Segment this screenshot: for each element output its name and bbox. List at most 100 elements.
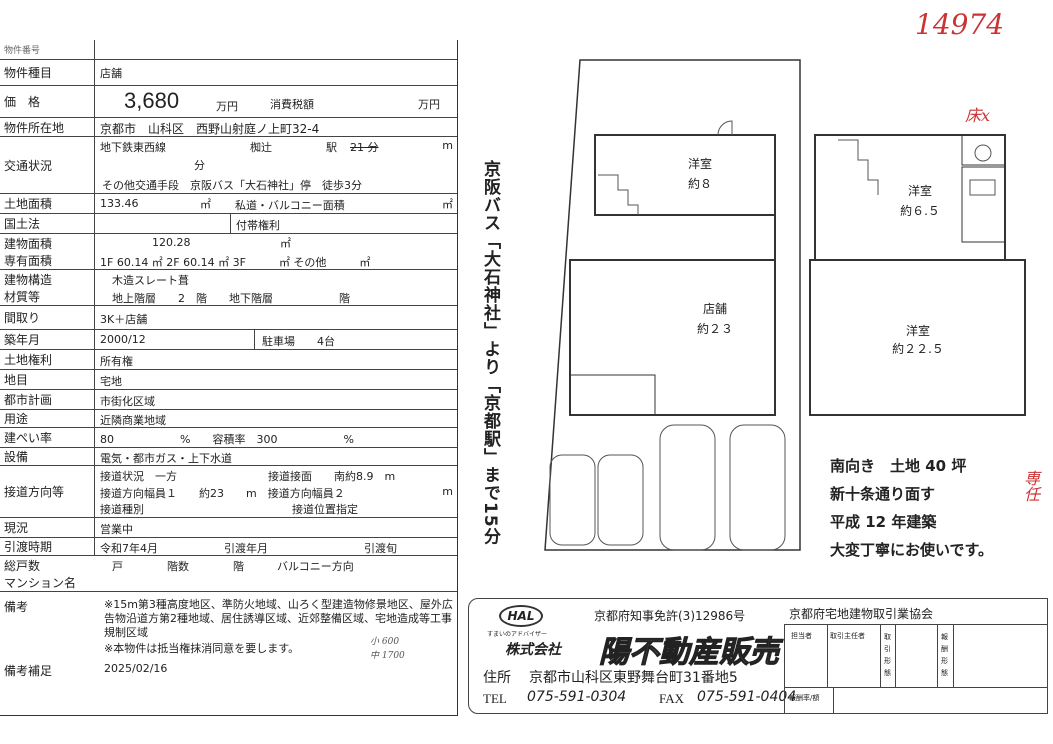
row-address: 物件所在地京都市 山科区 西野山射庭ノ上町32-4 <box>0 118 457 137</box>
value: 120.28 <box>152 236 191 249</box>
unit: 万円 <box>418 98 440 111</box>
label: 材質等 <box>0 288 95 305</box>
label: 駅 <box>326 141 337 154</box>
row-price: 価 格 3,680 万円 消費税額 万円 <box>0 86 457 118</box>
unit: 万円 <box>216 100 238 113</box>
cell-label: 報酬率/額 <box>789 694 820 702</box>
label: 引渡旬 <box>364 542 397 555</box>
label: 引渡時期 <box>0 538 95 555</box>
unit: 分 <box>194 159 205 172</box>
value: 京都市 山科区 西野山射庭ノ上町32-4 <box>100 122 320 136</box>
other-transport: その他交通手段 京阪バス「大石神社」停 徒歩3分 <box>102 179 362 192</box>
room-size: 約２３ <box>697 321 733 336</box>
unit: m <box>442 139 453 152</box>
label: 建物構造 <box>0 270 95 288</box>
note-line: 平成 12 年建築 <box>830 513 937 531</box>
value: 電気・都市ガス・上下水道 <box>100 452 232 465</box>
parking: 駐車場 4台 <box>262 335 335 348</box>
row-remarks: 備考 ※15m第3種高度地区、準防火地域、山ろく型建造物修景地区、屋外広告物沿道… <box>0 592 457 716</box>
label: 地目 <box>0 370 95 389</box>
cell-label: 取引主任者 <box>830 632 865 640</box>
value: 133.46 <box>100 197 139 210</box>
row-units: 総戸数 戸 階数 階 バルコニー方向 <box>0 556 457 574</box>
value: 接道種別 <box>100 503 144 516</box>
label: 総戸数 <box>4 558 41 573</box>
value: 令和7年4月 <box>100 542 158 555</box>
label: 接道方向等 <box>0 466 95 517</box>
label: 交通状況 <box>0 137 95 193</box>
handwritten-exclusive: 専任 <box>1021 470 1040 502</box>
cell-label: 報酬形態 <box>941 633 948 677</box>
property-sheet: 物件番号 物件種目店舗 価 格 3,680 万円 消費税額 万円 物件所在地京都市 山科… <box>0 40 458 716</box>
sales-notes: 南向き 土地 40 坪 新十条通り面す 平成 12 年建築 大変丁寧にお使いです… <box>830 452 993 564</box>
label: 建ぺい率 <box>0 428 95 447</box>
label: 土地面積 <box>0 194 95 213</box>
row-city-plan: 都市計画市街化区域 <box>0 390 457 410</box>
label: 築年月 <box>0 330 95 349</box>
value: 1F 60.14 ㎡ 2F 60.14 ㎡ 3F ㎡ その他 ㎡ <box>100 256 371 269</box>
cell-label: 取引形態 <box>884 633 891 677</box>
note-line: 大変丁寧にお使いです。 <box>830 541 994 559</box>
row-transport: 交通状況 地下鉄東西線 椥辻 駅 21 分 m 分 その他交通手段 京阪バス「大… <box>0 137 457 194</box>
label: 物件種目 <box>0 60 95 85</box>
staff-table: 担当者 取引主任者 取引形態 報酬形態 報酬率/額 <box>784 624 1047 713</box>
lot-boundary <box>544 59 801 551</box>
label: 間取り <box>0 306 95 329</box>
walk-minutes: 21 分 <box>350 141 379 154</box>
label: マンション名 <box>4 576 77 590</box>
row-land-category: 地目宅地 <box>0 370 457 390</box>
room-label: 洋室 <box>688 156 712 171</box>
remarks-text: ※本物件は抵当権抹消同意を要します。 <box>104 642 300 655</box>
company-name: 陽不動産販売 <box>599 635 780 671</box>
row-status: 現況営業中 <box>0 518 457 538</box>
company-box: HAL すまいのアドバイザー 京都府知事免許(3)12986号 株式会社 陽不動… <box>468 598 1048 714</box>
station: 椥辻 <box>250 141 272 154</box>
row-layout: 間取り 3K＋店舗 <box>0 306 457 330</box>
value: 宅地 <box>100 375 122 388</box>
row-handover: 引渡時期令和7年4月引渡年月引渡旬 <box>0 538 457 556</box>
handwritten-floor-mark: 床x <box>965 106 991 125</box>
unit: ㎡ <box>442 198 453 211</box>
row-material: 材質等地上階層 2 階 地下階層 階 <box>0 288 457 306</box>
value: 80 % 容積率 300 % <box>100 433 354 446</box>
value: 店舗 <box>100 67 122 80</box>
room-label: 洋室 <box>906 323 930 338</box>
value: 接道接面 南約8.9 m <box>268 470 396 483</box>
unit: ㎡ <box>280 237 291 250</box>
handwritten-memo: 小 600 <box>370 637 400 647</box>
value: 近隣商業地域 <box>100 414 166 427</box>
label: 備考 <box>4 600 29 614</box>
label: 備考補足 <box>4 664 53 678</box>
row-land-right: 土地権利所有権 <box>0 350 457 370</box>
value: 市街化区域 <box>100 395 155 408</box>
row-building-area: 建物面積 120.28 ㎡ <box>0 234 457 252</box>
association: 京都府宅地建物取引業協会 <box>789 607 934 621</box>
row-national-land: 国土法付帯権利 <box>0 214 457 234</box>
label: 物件番号 <box>0 40 95 59</box>
label: 専有面積 <box>0 252 95 269</box>
room-size: 約６.５ <box>900 203 940 218</box>
company-kind: 株式会社 <box>505 642 561 658</box>
label: 都市計画 <box>0 390 95 409</box>
price-value: 3,680 <box>124 88 180 113</box>
value: 2025/02/16 <box>104 662 168 675</box>
access-text: 京阪バス「大石神社」より「京都駅」まで15分 <box>480 160 500 546</box>
fax: 075-591-0404 <box>697 689 797 705</box>
room-western-3 <box>809 259 1026 416</box>
tax-label: 消費税額 <box>270 98 314 111</box>
row-facilities: 設備電気・都市ガス・上下水道 <box>0 448 457 466</box>
label: 現況 <box>0 518 95 537</box>
value: 3K＋店舗 <box>100 313 148 326</box>
label: 建物面積 <box>0 234 95 252</box>
label: 価 格 <box>0 86 95 117</box>
train-line: 地下鉄東西線 <box>100 141 166 154</box>
value: 木造スレート葺 <box>112 274 189 287</box>
label: 国土法 <box>0 214 95 233</box>
note-line: 南向き 土地 40 坪 <box>830 457 967 475</box>
label: 土地権利 <box>0 350 95 369</box>
label: 設備 <box>0 448 95 465</box>
company-logo: HAL <box>499 605 543 627</box>
value: 戸 階数 階 バルコニー方向 <box>112 560 354 573</box>
remarks-text: ※15m第3種高度地区、準防火地域、山ろく型建造物修景地区、屋外広告物沿道方第2… <box>104 598 453 639</box>
